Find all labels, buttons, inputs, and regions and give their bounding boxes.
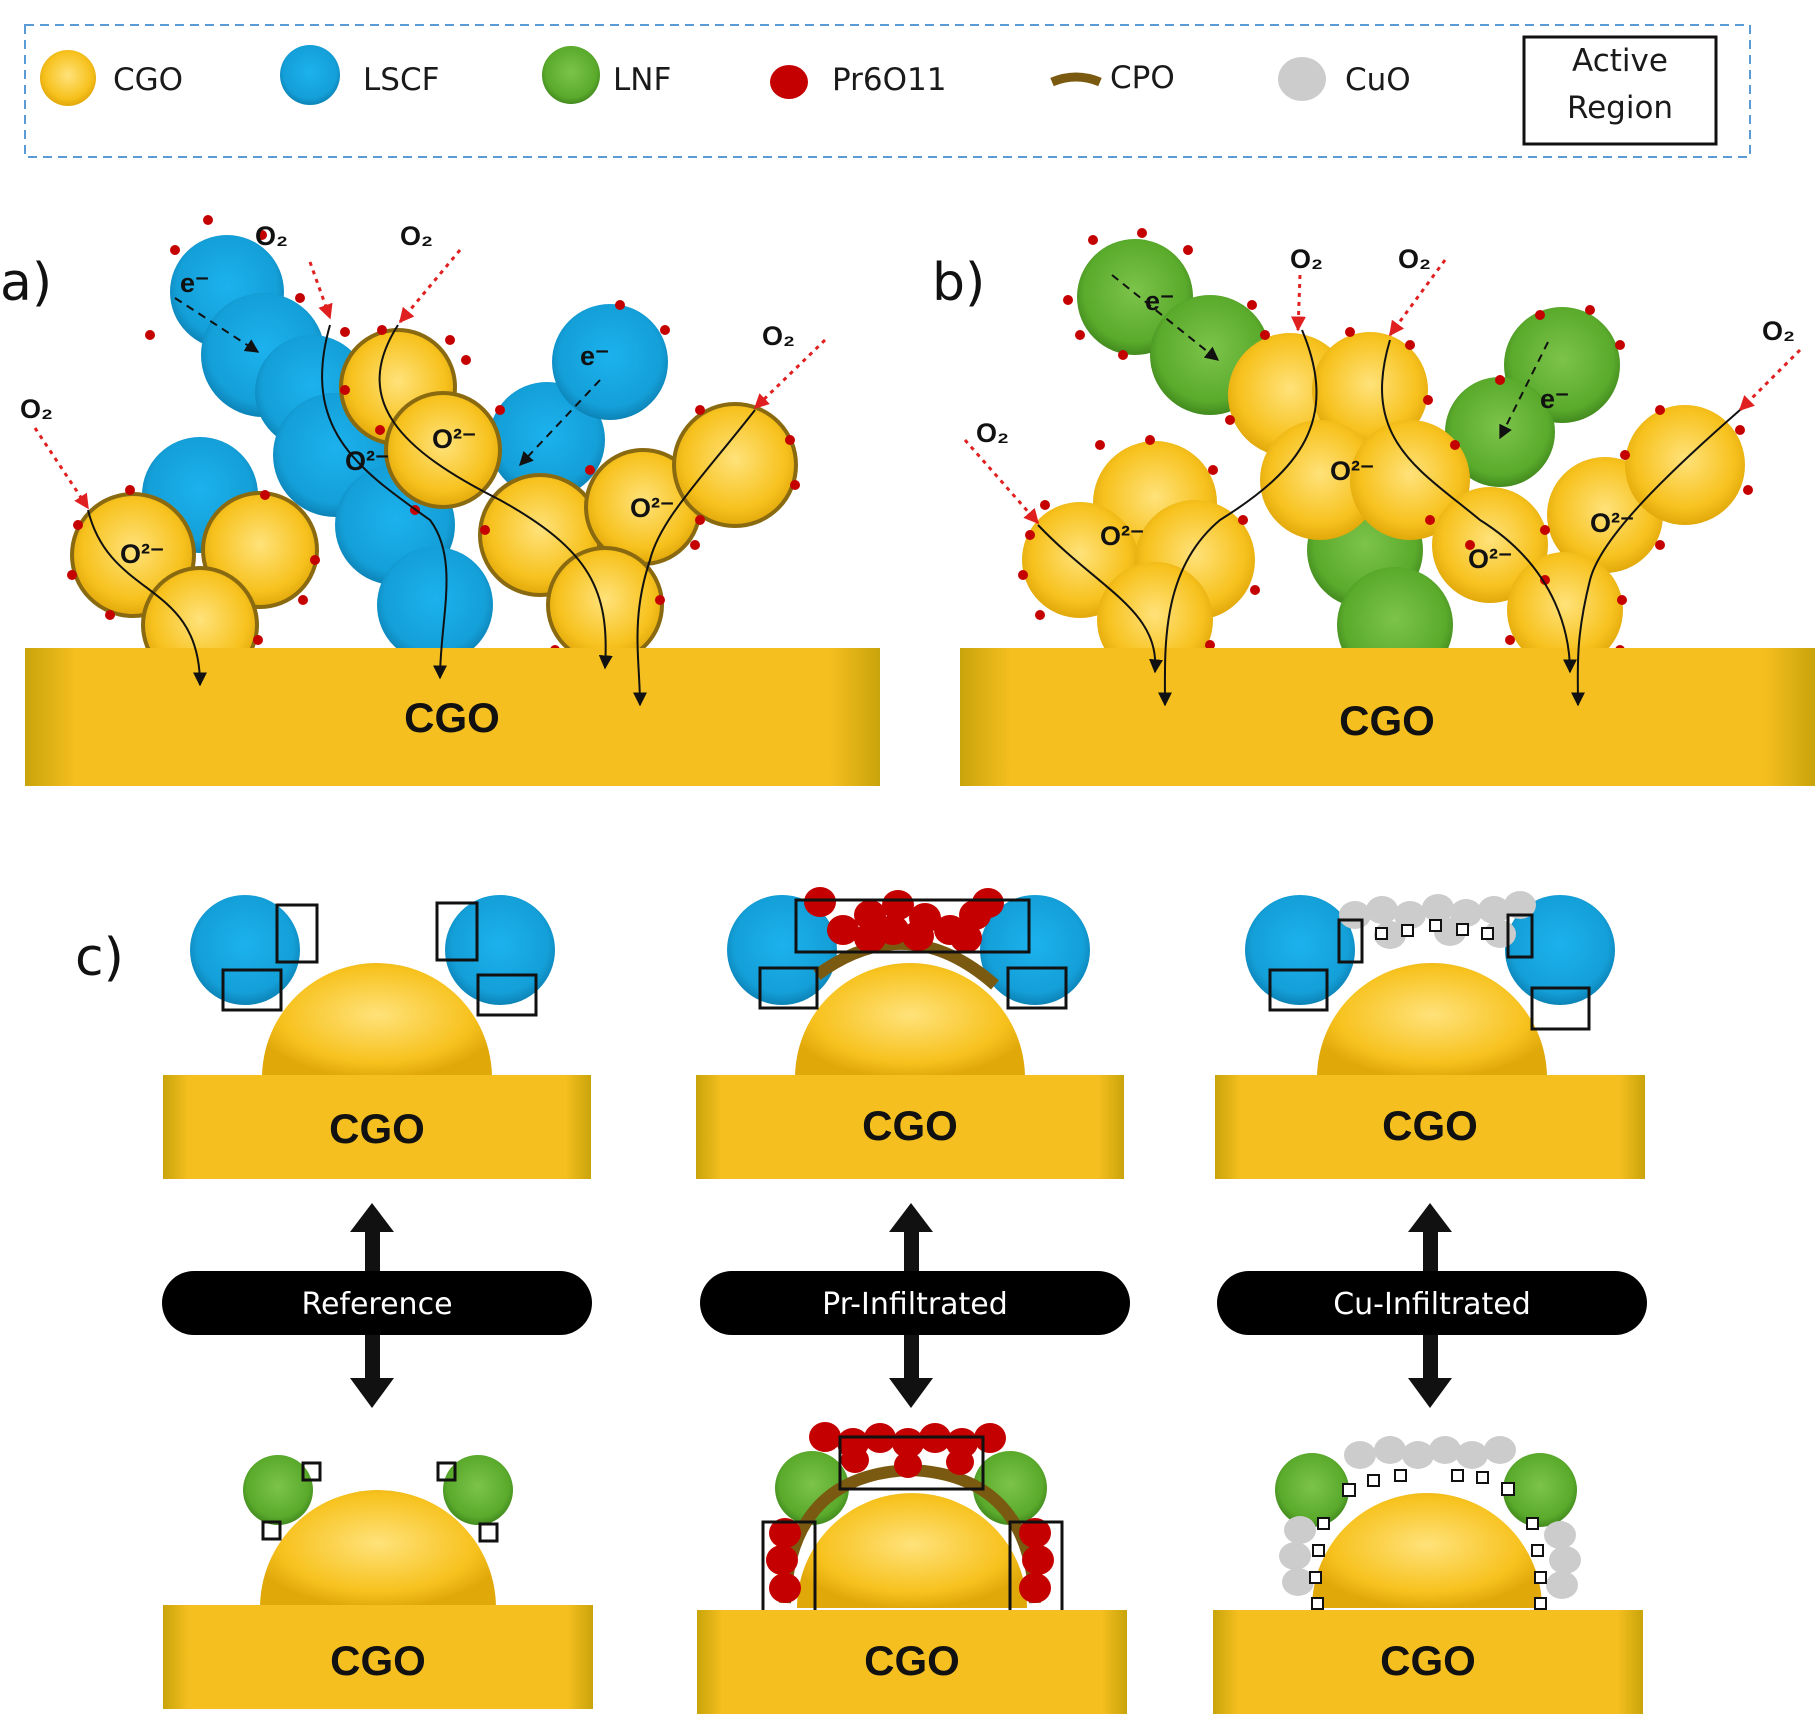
legend-frame [24, 24, 1751, 158]
legend-swatch-lnf [542, 46, 600, 104]
panel-a-base-label: CGO [404, 694, 500, 741]
reference-bottom-base-label: CGO [330, 1637, 426, 1684]
svg-text:O₂: O₂ [1290, 244, 1323, 274]
panel-b-base-label: CGO [1339, 697, 1435, 744]
pill-arrows [350, 1203, 1452, 1408]
svg-text:e⁻: e⁻ [180, 268, 209, 298]
legend-label-cgo: CGO [113, 62, 183, 98]
legend: CGO LSCF LNF Pr6O11 CPO CuO Active Regio… [24, 24, 1751, 158]
legend-label-lnf: LNF [613, 62, 671, 98]
legend-label-pr6o11: Pr6O11 [832, 62, 946, 98]
legend-swatch-pr6o11 [770, 65, 808, 99]
panel-label-c: c) [75, 928, 124, 988]
svg-text:O₂: O₂ [400, 221, 433, 251]
panel-b-cgo-base [960, 648, 1815, 786]
cu-bottom-base-label: CGO [1380, 1637, 1476, 1684]
legend-label-lscf: LSCF [363, 62, 439, 98]
cu-top-base-label: CGO [1382, 1102, 1478, 1149]
svg-text:O₂: O₂ [1762, 316, 1795, 346]
svg-text:O²⁻: O²⁻ [1468, 544, 1512, 574]
pr-infiltrated-top: CGO [696, 887, 1124, 1179]
panel-label-a: a) [0, 253, 52, 313]
legend-swatch-cuo [1278, 57, 1326, 101]
svg-text:O²⁻: O²⁻ [1100, 521, 1144, 551]
cu-infiltrated-bottom: CGO [1213, 1436, 1643, 1714]
panel-a-cgo-base [25, 648, 880, 786]
svg-text:O²⁻: O²⁻ [432, 424, 476, 454]
legend-label-cpo: CPO [1110, 60, 1175, 96]
legend-active-region-box [1522, 35, 1718, 146]
legend-active-region-line2: Region [1567, 90, 1673, 126]
pr-top-base-label: CGO [862, 1102, 958, 1149]
svg-text:e⁻: e⁻ [1540, 384, 1569, 414]
legend-swatch-cpo [1050, 72, 1102, 87]
legend-label-cuo: CuO [1345, 62, 1411, 98]
svg-text:O²⁻: O²⁻ [1330, 456, 1374, 486]
pill-pr-infiltrated: Pr-Infiltrated [700, 1271, 1130, 1335]
legend-active-region-line1: Active [1572, 43, 1668, 79]
panel-b: CGO O₂ O₂ O₂ O₂ e⁻ e⁻ O²⁻ O²⁻ O²⁻ O²⁻ [960, 228, 1815, 786]
svg-text:O²⁻: O²⁻ [120, 539, 164, 569]
svg-text:O₂: O₂ [762, 321, 795, 351]
svg-text:Cu-Infiltrated: Cu-Infiltrated [1333, 1287, 1531, 1322]
svg-text:Reference: Reference [301, 1287, 452, 1322]
pr-bottom-base-label: CGO [864, 1637, 960, 1684]
svg-text:O²⁻: O²⁻ [630, 493, 674, 523]
pill-reference: Reference [162, 1271, 592, 1335]
reference-bottom: CGO [163, 1455, 593, 1709]
svg-text:e⁻: e⁻ [1145, 286, 1174, 316]
svg-text:O₂: O₂ [976, 418, 1009, 448]
pr-infiltrated-bottom: CGO [697, 1422, 1127, 1714]
svg-text:Pr-Infiltrated: Pr-Infiltrated [822, 1287, 1008, 1322]
cu-infiltrated-top: CGO [1215, 891, 1645, 1179]
svg-text:O₂: O₂ [255, 221, 288, 251]
panel-label-b: b) [932, 253, 985, 313]
legend-swatch-cgo [40, 50, 96, 106]
svg-text:O²⁻: O²⁻ [1590, 508, 1634, 538]
svg-text:O₂: O₂ [20, 394, 53, 424]
svg-text:e⁻: e⁻ [580, 341, 609, 371]
reference-top-base-label: CGO [329, 1105, 425, 1152]
reference-top: CGO [163, 895, 591, 1179]
panel-a: CGO O₂ O₂ O₂ O₂ e⁻ e⁻ O²⁻ O²⁻ O²⁻ O²⁻ [20, 215, 880, 786]
legend-swatch-lscf [280, 45, 340, 105]
svg-text:O₂: O₂ [1398, 244, 1431, 274]
pill-cu-infiltrated: Cu-Infiltrated [1217, 1271, 1647, 1335]
